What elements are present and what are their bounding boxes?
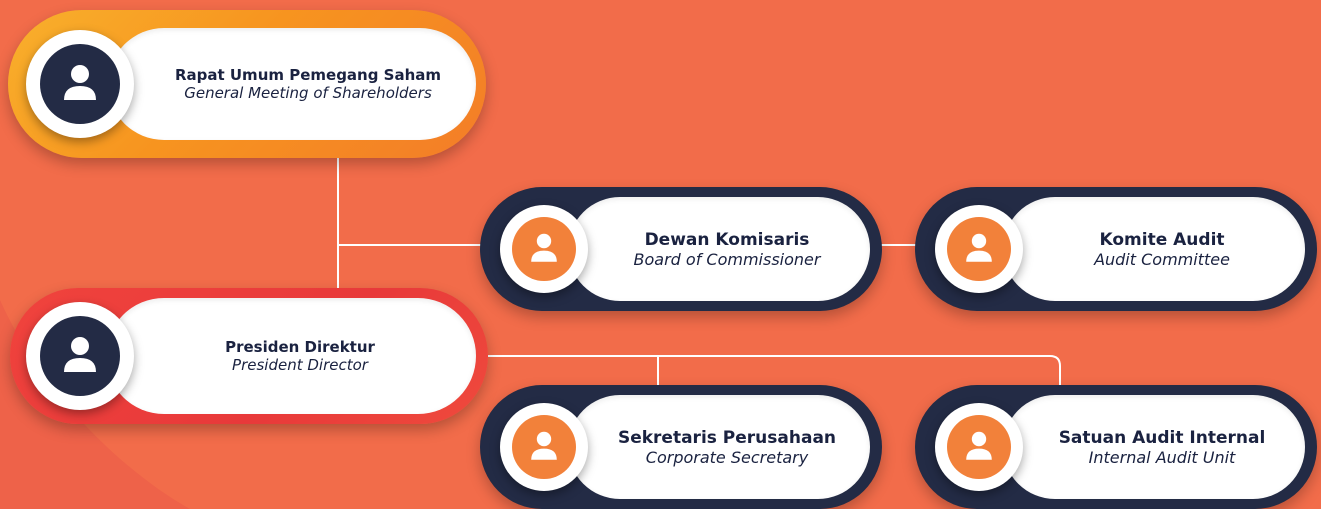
node-komite-title: Komite Audit xyxy=(1099,229,1225,250)
person-icon-glyph xyxy=(966,233,992,262)
person-icon xyxy=(40,316,120,396)
node-komite-label: Komite Audit Audit Committee xyxy=(1027,197,1297,301)
node-rups-label: Rapat Umum Pemegang Saham General Meetin… xyxy=(158,28,458,140)
node-dewan: Dewan Komisaris Board of Commissioner xyxy=(480,187,882,311)
node-rups: Rapat Umum Pemegang Saham General Meetin… xyxy=(8,10,486,158)
node-dewan-panel xyxy=(568,197,870,301)
node-sekper-title: Sekretaris Perusahaan xyxy=(617,427,837,448)
node-sai-subtitle: Internal Audit Unit xyxy=(1088,447,1236,467)
node-dewan-label: Dewan Komisaris Board of Commissioner xyxy=(592,197,862,301)
node-komite-subtitle: Audit Committee xyxy=(1094,249,1230,269)
node-presdir-panel xyxy=(106,298,476,414)
node-komite-panel xyxy=(1003,197,1305,301)
node-dewan-title: Dewan Komisaris xyxy=(644,229,810,250)
node-presdir-label: Presiden Direktur President Director xyxy=(150,298,450,414)
node-sai-panel xyxy=(1003,395,1305,499)
person-icon xyxy=(512,217,576,281)
connector-presdir-sai xyxy=(488,355,1061,392)
node-presdir-subtitle: President Director xyxy=(232,356,368,374)
node-rups-title: Rapat Umum Pemegang Saham xyxy=(174,66,442,84)
node-rups-subtitle: General Meeting of Shareholders xyxy=(184,84,432,102)
node-sekper-subtitle: Corporate Secretary xyxy=(645,447,809,467)
person-icon-glyph xyxy=(531,431,557,460)
node-rups-panel xyxy=(108,28,476,140)
node-sai-label: Satuan Audit Internal Internal Audit Uni… xyxy=(1027,395,1297,499)
person-icon-glyph xyxy=(64,337,96,372)
node-sekper-label: Sekretaris Perusahaan Corporate Secretar… xyxy=(592,395,862,499)
person-icon-glyph xyxy=(531,233,557,262)
person-icon xyxy=(947,415,1011,479)
node-sai: Satuan Audit Internal Internal Audit Uni… xyxy=(915,385,1317,509)
person-icon xyxy=(40,44,120,124)
node-komite: Komite Audit Audit Committee xyxy=(915,187,1317,311)
node-sekper: Sekretaris Perusahaan Corporate Secretar… xyxy=(480,385,882,509)
node-sekper-panel xyxy=(568,395,870,499)
person-icon-glyph xyxy=(64,65,96,100)
person-icon xyxy=(512,415,576,479)
node-sai-title: Satuan Audit Internal xyxy=(1058,427,1266,448)
background-curve xyxy=(0,300,190,509)
node-presdir-title: Presiden Direktur xyxy=(225,338,375,356)
person-icon xyxy=(947,217,1011,281)
node-dewan-subtitle: Board of Commissioner xyxy=(633,249,821,269)
node-presdir: Presiden Direktur President Director xyxy=(10,288,488,424)
person-icon-glyph xyxy=(966,431,992,460)
